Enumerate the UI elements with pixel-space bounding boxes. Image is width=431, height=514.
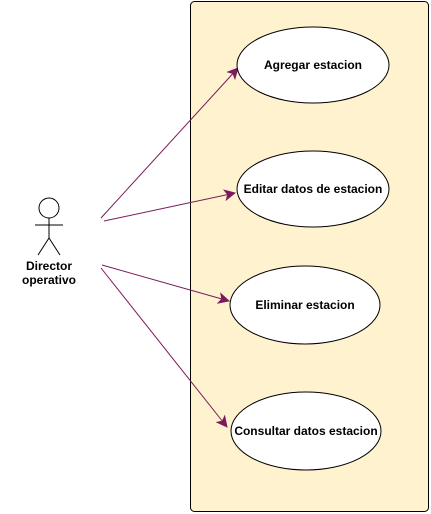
usecase-ellipse — [236, 26, 390, 104]
usecase-eliminar-estacion[interactable]: Eliminar estacion — [229, 265, 381, 345]
actor-right-leg — [48, 237, 61, 256]
actor-left-leg — [37, 237, 50, 256]
usecase-consultar-datos-estacion[interactable]: Consultar datos estacion — [230, 391, 382, 471]
usecase-label: Consultar datos estacion — [234, 424, 377, 438]
usecase-agregar-estacion[interactable]: Agregar estacion — [236, 26, 390, 104]
usecase-ellipse — [229, 265, 381, 345]
association-consultar — [100, 267, 228, 428]
association-editar — [103, 189, 236, 222]
usecase-label: Eliminar estacion — [255, 298, 354, 312]
association-eliminar — [101, 264, 230, 304]
actor-name-line1: Director — [26, 259, 72, 273]
association-agregar — [100, 67, 239, 219]
associations — [100, 67, 239, 428]
usecase-ellipse — [230, 391, 382, 471]
system-boundary — [190, 1, 429, 512]
usecase-label: Agregar estacion — [264, 58, 362, 72]
actor-director-operativo[interactable]: Director operativo — [22, 197, 76, 287]
usecase-label: Editar datos de estacion — [244, 182, 383, 196]
usecase-editar-datos-estacion[interactable]: Editar datos de estacion — [236, 150, 390, 228]
actor-head — [38, 197, 60, 219]
actor-name-line2: operativo — [22, 273, 76, 287]
usecase-ellipse — [236, 150, 390, 228]
